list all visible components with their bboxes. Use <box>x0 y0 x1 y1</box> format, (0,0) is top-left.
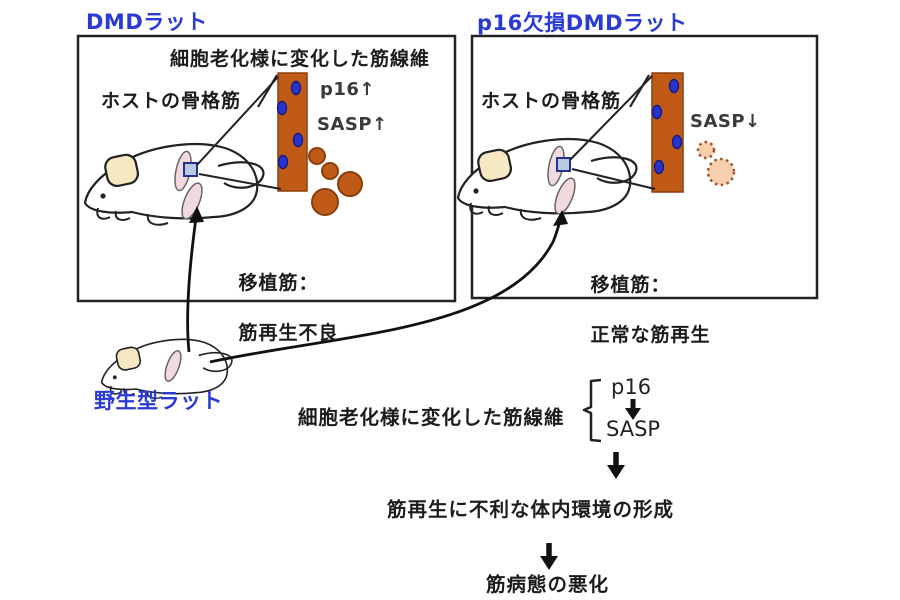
right-panel-title: p16欠損DMDラット <box>477 11 688 35</box>
down-arrow-icon <box>607 452 625 479</box>
transplant-arrow-right <box>209 210 568 364</box>
sasp-circles-right-faded <box>696 140 736 187</box>
wild-type-label: 野生型ラット <box>94 389 223 413</box>
left-graft-site <box>174 150 203 220</box>
graft-result-left: 移植筋： 筋再生不良 <box>208 246 338 371</box>
graft-result-right-line1: 移植筋： <box>590 274 671 297</box>
sasp-circles-left <box>308 147 363 216</box>
graft-result-left-line2: 筋再生不良 <box>238 322 339 345</box>
p16-up-label: p16↑ <box>320 79 376 100</box>
flow-sasp-label: SASP <box>606 417 661 441</box>
host-muscle-label-right: ホストの骨格筋 <box>481 90 622 112</box>
graft-result-right-line2: 正常な筋再生 <box>590 324 711 347</box>
flow-senescent-fiber-label: 細胞老化様に変化した筋線維 <box>298 406 565 429</box>
right-magnify-lines <box>569 75 656 190</box>
graft-result-left-line1: 移植筋： <box>238 272 319 295</box>
down-arrow-icon <box>540 543 558 570</box>
sasp-down-label: SASP↓ <box>690 111 761 132</box>
nuclei-dots <box>651 78 683 175</box>
left-magnify-lines <box>196 76 282 190</box>
wild-type-donor-muscle <box>164 350 182 382</box>
sasp-up-label: SASP↑ <box>317 114 388 135</box>
left-panel-title: DMDラット <box>86 10 208 34</box>
graft-result-right: 移植筋： 正常な筋再生 <box>560 248 710 373</box>
flow-p16-label: p16 <box>611 375 652 399</box>
flow-step1-label: 筋再生に不利な体内環境の形成 <box>387 498 675 521</box>
left-panel-box <box>76 34 457 303</box>
right-muscle-fiber <box>651 72 684 193</box>
right-host-label-line <box>629 74 650 108</box>
host-muscle-label-left: ホストの骨格筋 <box>101 90 242 112</box>
dmd-rat <box>83 142 265 226</box>
right-graft-site <box>547 145 576 215</box>
senescent-fiber-caption: 細胞老化様に変化した筋線維 <box>170 48 431 70</box>
right-panel-box <box>470 34 819 300</box>
flow-step2-label: 筋病態の悪化 <box>486 573 610 596</box>
left-muscle-fiber <box>276 72 308 192</box>
p16ko-dmd-rat <box>456 137 638 221</box>
bracket-icon <box>582 378 602 443</box>
nuclei-dots <box>276 80 304 170</box>
down-arrow-icon <box>625 399 641 420</box>
transplant-arrow-left <box>186 206 204 353</box>
